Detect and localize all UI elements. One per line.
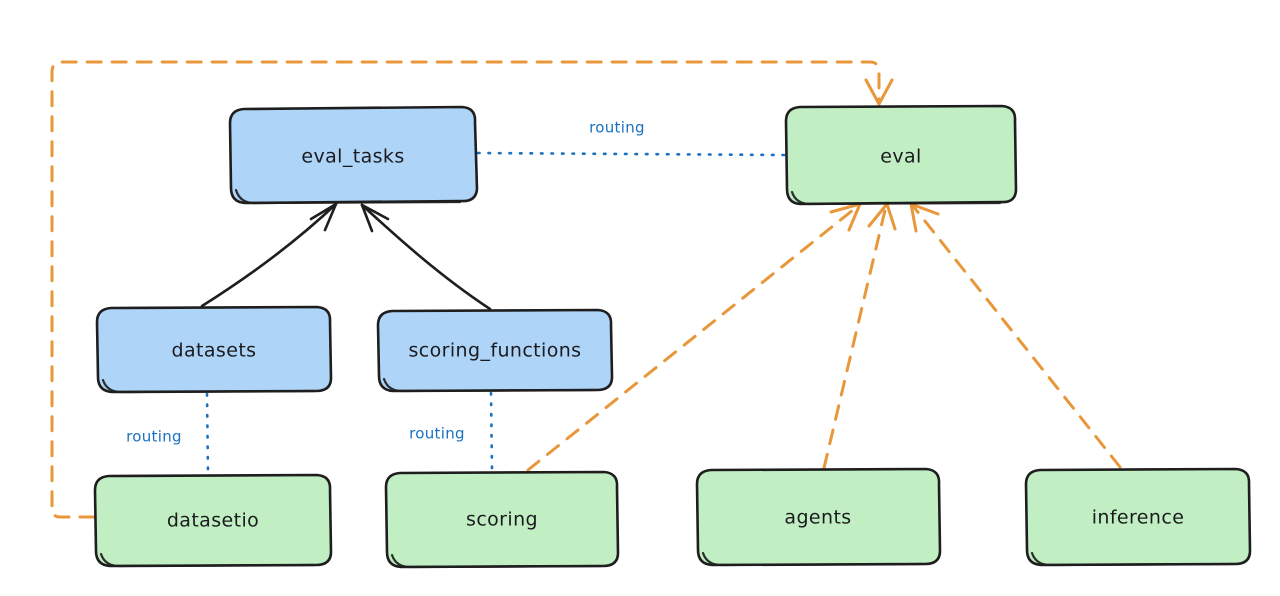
node-label-scoring_functions: scoring_functions: [409, 340, 582, 362]
node-label-datasets: datasets: [172, 340, 257, 362]
edge-scoring_functions-scoring: [489, 391, 494, 473]
edge-datasets-eval_tasks: [200, 202, 338, 308]
node-scoring_functions[interactable]: scoring_functions: [376, 308, 614, 393]
node-agents[interactable]: agents: [695, 467, 942, 567]
edge-label-routing-eval: routing: [589, 119, 645, 137]
edge-agents-eval: [822, 202, 897, 470]
node-label-agents: agents: [784, 507, 851, 529]
node-label-eval_tasks: eval_tasks: [301, 146, 404, 168]
node-datasetio[interactable]: datasetio: [93, 473, 333, 568]
edge-scoring_functions-eval_tasks: [360, 203, 492, 311]
edge-datasetio-eval: [50, 60, 894, 519]
edge-label-routing-scoring: routing: [409, 425, 465, 443]
node-label-inference: inference: [1092, 507, 1185, 529]
edge-scoring-eval: [526, 202, 862, 472]
node-eval[interactable]: eval: [784, 104, 1018, 206]
edge-label-routing-datasetio: routing: [126, 428, 182, 446]
node-label-datasetio: datasetio: [167, 510, 259, 532]
node-inference[interactable]: inference: [1024, 467, 1252, 567]
node-label-eval: eval: [880, 146, 921, 168]
node-label-scoring: scoring: [466, 509, 538, 531]
node-eval_tasks[interactable]: eval_tasks: [228, 105, 479, 205]
node-datasets[interactable]: datasets: [95, 305, 333, 394]
edge-inference-eval: [909, 202, 1122, 469]
node-scoring[interactable]: scoring: [384, 470, 620, 569]
